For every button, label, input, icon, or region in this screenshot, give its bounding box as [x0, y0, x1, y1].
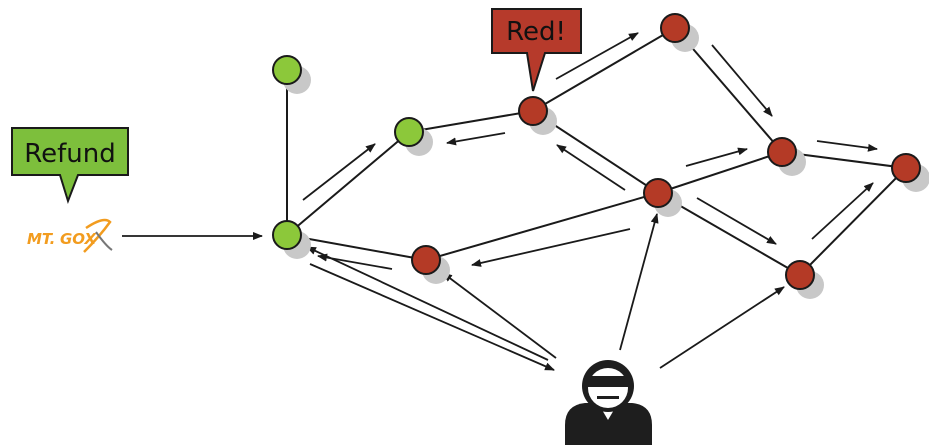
- edge-r4-r6: [657, 192, 801, 276]
- arrow-r6-to-r7: [811, 182, 874, 240]
- arrow-r4-to-r5: [471, 228, 631, 267]
- nodes: [272, 13, 921, 290]
- arrow-r1-to-r2: [555, 32, 639, 80]
- mtgox-logo: MT. GOX: [27, 218, 113, 253]
- arrow-r2-to-r3: [711, 44, 773, 117]
- edge-r5-g2: [286, 234, 427, 261]
- red-node-right: [767, 137, 797, 167]
- attacker-body: [565, 403, 652, 445]
- arrow-r3-to-r7: [816, 140, 878, 152]
- arrow-g2-to-g3: [302, 143, 376, 201]
- refund-callout: Refund: [11, 127, 129, 205]
- red-node-top: [660, 13, 690, 43]
- mtgox-logo-mt: MT.: [27, 230, 55, 248]
- arrow-attacker-to-r4: [619, 213, 659, 351]
- green-node-top: [272, 55, 302, 85]
- edge-g2-g3: [286, 131, 410, 236]
- red-node-flagged: [518, 96, 548, 126]
- red-node-left: [411, 245, 441, 275]
- red-callout: Red!: [491, 8, 582, 92]
- attacker-mouth: [597, 396, 619, 399]
- arrow-r1-to-g3: [446, 132, 506, 146]
- attacker-icon: [565, 360, 652, 445]
- arrow-g2-to-attacker: [309, 263, 555, 371]
- green-node-middle: [394, 117, 424, 147]
- attacker-mask: [586, 376, 630, 387]
- mtgox-logo-gox: GOX: [60, 230, 98, 248]
- red-node-far-right: [891, 153, 921, 183]
- refund-callout-box: [11, 127, 129, 205]
- edge-r4-r5: [425, 192, 659, 261]
- red-callout-label: Red!: [506, 17, 566, 47]
- edge-r4-r3: [657, 151, 783, 194]
- arrow-r4-to-r6: [696, 197, 777, 245]
- green-node-refund-receiver: [272, 220, 302, 250]
- arrow-attacker-to-g2: [306, 246, 549, 361]
- arrow-attacker-to-r6: [659, 286, 785, 369]
- mtgox-logo-swoosh-dark: [95, 231, 113, 251]
- flow-arrows: [122, 32, 878, 371]
- arrow-attacker-to-r5: [442, 272, 557, 359]
- red-callout-box: [491, 8, 582, 92]
- arrow-r4-to-r3: [685, 147, 748, 167]
- edge-g3-r1: [408, 110, 534, 133]
- refund-callout-label: Refund: [24, 139, 116, 169]
- node-shadows: [283, 24, 929, 299]
- mtgox-logo-swoosh: [83, 218, 112, 253]
- red-node-bottom-right: [785, 260, 815, 290]
- edge-r1-r2: [532, 27, 676, 112]
- edge-r6-r7: [799, 167, 907, 276]
- arrow-r4-to-r1: [556, 144, 626, 191]
- red-node-hub: [643, 178, 673, 208]
- attacker-face: [588, 368, 628, 408]
